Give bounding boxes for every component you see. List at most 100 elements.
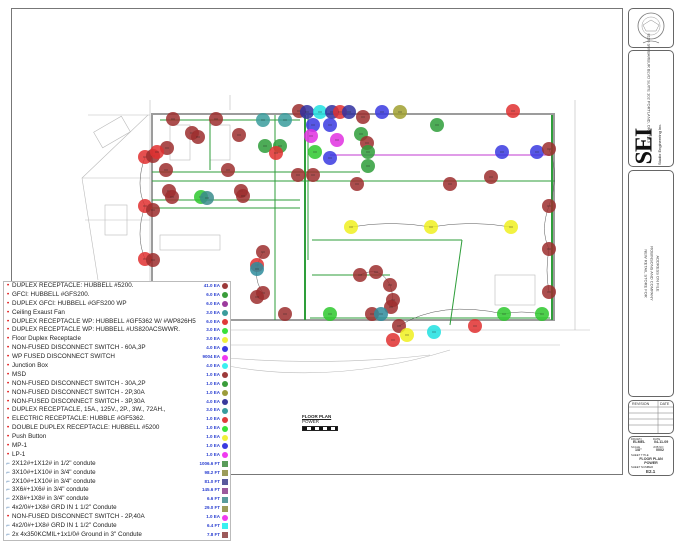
legend-item[interactable]: •WP FUSED DISCONNECT SWITCH 9004 EA — [4, 353, 230, 362]
device-icon: • — [6, 336, 10, 343]
sheet-number: E2.1 — [646, 469, 656, 474]
device-icon: • — [6, 309, 10, 316]
legend-color-swatch — [222, 399, 228, 406]
device-icon: • — [6, 354, 10, 361]
legend-item-quantity: 1006.6 FT — [199, 460, 220, 466]
legend-item[interactable]: •DUPLEX RECEPTACLE WP: HUBBELL #GF5362 W… — [4, 318, 230, 327]
legend-color-swatch — [222, 310, 228, 317]
job-label: JOB NO — [653, 445, 664, 449]
seal-box — [628, 8, 674, 48]
project-address: ADDRESS ON FILE — [655, 255, 661, 292]
device-icon: • — [6, 318, 10, 325]
legend-item-quantity: 6.6 FT — [206, 496, 220, 502]
legend-item-quantity: 29.0 FT — [204, 505, 220, 511]
legend-item-label: WP FUSED DISCONNECT SWITCH — [12, 353, 115, 361]
legend-item-quantity: 6.0 EA — [206, 300, 220, 306]
drawn-label: DRAWN — [631, 437, 642, 441]
legend-item-label: Push Button — [12, 433, 47, 441]
legend-item-quantity: 6.4 FT — [206, 523, 220, 529]
device-icon: • — [6, 398, 10, 405]
device-icon: • — [6, 443, 10, 450]
legend-item-label: 2X12#+1X12# in 1/2" condute — [12, 459, 96, 467]
legend-item-label: GFCI: HUBBELL #GFS200. — [12, 290, 90, 298]
legend-item-quantity: 1.0 EA — [206, 443, 220, 449]
legend-item-label: ELECTRIC RECEPTACLE: HUBBLE #GF5362. — [12, 415, 145, 423]
legend-color-swatch — [222, 479, 228, 486]
sheet-number-label: SHEET NUMBER — [631, 465, 654, 469]
legend-item[interactable]: •ELECTRIC RECEPTACLE: HUBBLE #GF5362.1.0… — [4, 415, 230, 424]
project-name: NEW RETAIL STORE FOR — [643, 249, 649, 298]
legend-item-quantity: 6.0 EA — [206, 318, 220, 324]
legend-item[interactable]: •GFCI: HUBBELL #GFS200.6.0 EA — [4, 291, 230, 300]
job-value: 0002 — [656, 448, 664, 452]
legend-item-label: 2X10#+1X10# in 3/4" condute — [12, 477, 96, 485]
legend-color-swatch — [222, 443, 228, 450]
legend-color-swatch — [222, 283, 228, 290]
legend-item[interactable]: •DUPLEX RECEPTACLE, 15A., 125V., 2P., 3W… — [4, 406, 230, 415]
plan-title-sub: POWER — [302, 419, 320, 424]
legend-color-swatch — [222, 425, 228, 432]
legend-item[interactable]: •DUPLEX RECEPTACLE: HUBBELL #5200.41.0 E… — [4, 282, 230, 291]
legend-color-swatch — [222, 523, 228, 530]
title-block: 8150 SW BARBUR BLVD SUITE 102 PORTLAND, … — [628, 8, 674, 476]
device-icon: • — [6, 327, 10, 334]
legend-item-quantity: 1.0 EA — [206, 451, 220, 457]
scale-label: SCALE — [631, 445, 641, 449]
sheet-title: FLOOR PLAN POWER — [639, 457, 663, 465]
legend-item-label: NON-FUSED DISCONNECT SWITCH - 2P,40A — [12, 513, 145, 521]
firm-address: 8150 SW BARBUR BLVD SUITE 102 PORTLAND, … — [646, 33, 652, 143]
legend-item-label: DUPLEX RECEPTACLE, 15A., 125V., 2P., 3W.… — [12, 406, 166, 414]
conduit-icon: ⌐ — [6, 531, 10, 538]
date-label: DATE — [653, 437, 661, 441]
legend-item-label: DUPLEX RECEPTACLE WP: HUBBELL #US820ACSW… — [12, 326, 180, 334]
legend-item[interactable]: ⌐2x 4x350KCMIL+1x1/0# Ground in 3" Condu… — [4, 531, 230, 540]
legend-color-swatch — [222, 496, 228, 503]
legend-color-swatch — [222, 301, 228, 308]
legend-item-quantity: 9004 EA — [202, 354, 220, 360]
legend-color-swatch — [222, 345, 228, 352]
device-icon: • — [6, 407, 10, 414]
legend-color-swatch — [222, 354, 228, 361]
sheet-info-box: DRAWN ELMEL DATE 04-11-09 SCALE 1/8" JOB… — [628, 436, 674, 476]
firm-logo-text: SEI — [631, 128, 658, 165]
legend-item-label: Junction Box — [12, 362, 49, 370]
legend-color-swatch — [222, 390, 228, 397]
legend-color-swatch — [222, 434, 228, 441]
revision-grid — [629, 401, 673, 433]
legend-item-quantity: 1.0 EA — [206, 416, 220, 422]
legend-item-label: 2x 4x350KCMIL+1x1/0# Ground in 3" Condut… — [12, 530, 142, 538]
legend-item-quantity: 1.0 EA — [206, 371, 220, 377]
legend-color-swatch — [222, 487, 228, 494]
legend-item[interactable]: •DOUBLE DUPLEX RECEPTACLE: HUBBELL #5200… — [4, 424, 230, 433]
legend-item-label: 3X6#+1X6# in 3/4" condute — [12, 486, 89, 494]
legend-item-label: DUPLEX RECEPTACLE WP: HUBBELL #GF5362 W/… — [12, 317, 196, 325]
conduit-icon: ⌐ — [6, 478, 10, 485]
legend-item[interactable]: •DUPLEX RECEPTACLE WP: HUBBELL #US820ACS… — [4, 326, 230, 335]
legend-item-quantity: 3.0 EA — [206, 336, 220, 342]
plan-title: FLOOR PLAN POWER — [302, 414, 331, 424]
conduit-icon: ⌐ — [6, 487, 10, 494]
legend-color-swatch — [222, 532, 228, 539]
project-box: NEW RETAIL STORE FOR ROBINSONS AND COMPA… — [628, 170, 674, 397]
device-icon: • — [6, 345, 10, 352]
